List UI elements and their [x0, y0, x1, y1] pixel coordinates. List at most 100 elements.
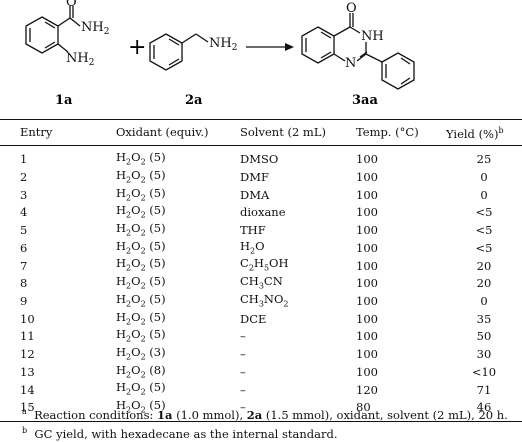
cell-yield: 30 — [476, 347, 492, 362]
cell-oxidant: H2O2 (5) — [116, 203, 166, 220]
cell-entry: 5 — [20, 223, 28, 238]
cell-solvent: dioxane — [240, 205, 286, 220]
cell-solvent: – — [240, 364, 246, 379]
cell-oxidant: H2O2 (5) — [116, 291, 166, 309]
cell-temp: 100 — [356, 276, 378, 291]
cell-entry: 9 — [20, 294, 28, 308]
cell-oxidant: H2O2 (5) — [116, 256, 166, 273]
reaction-scheme: + O NH2 NH2 NH2 O NH N 1a 2a 3aa — [25, 0, 415, 108]
arrow-head-icon — [285, 43, 294, 51]
cell-temp: 100 — [356, 347, 378, 362]
footnote-a: a Reaction conditions: 1a (1.0 mmol), 2a… — [22, 407, 508, 422]
cell-yield: 0 — [480, 187, 488, 202]
optimization-table: Entry Oxidant (equiv.) Solvent (2 mL) Te… — [0, 119, 522, 422]
table-row: 12 H2O2 (3) – 100 30 — [0, 344, 522, 364]
table-row: 10 H2O2 (5) DCE 100 35 — [0, 309, 522, 329]
cell-solvent: DMA — [240, 187, 270, 202]
table-row: 5 H2O2 (5) THF 100 <5 — [0, 221, 522, 240]
cell-temp: 100 — [356, 152, 378, 167]
cell-solvent: – — [240, 329, 246, 344]
table-row: 11 H2O2 (5) – 100 50 — [0, 328, 522, 346]
cell-oxidant: H2O2 (5) — [116, 274, 166, 291]
cell-oxidant: H2O2 (5) — [116, 185, 166, 202]
cell-oxidant: H2O2 (5) — [116, 150, 166, 167]
cell-oxidant: H2O2 (3) — [116, 344, 166, 362]
header-yield: Yield (%)b — [446, 126, 504, 141]
cell-entry: 10 — [20, 311, 35, 326]
atom-o-amide: O — [66, 0, 77, 10]
cell-temp: 100 — [356, 187, 378, 202]
cell-solvent: DMF — [240, 170, 269, 185]
cell-oxidant: H2O2 (5) — [116, 238, 166, 256]
cell-oxidant: H2O2 (5) — [116, 309, 166, 326]
atom-nh2-ring: NH2 — [66, 51, 94, 68]
cell-yield: 46 — [476, 400, 492, 415]
cell-yield: 0 — [480, 294, 488, 308]
cell-entry: 4 — [20, 205, 28, 220]
cell-temp: 100 — [356, 294, 378, 308]
header-solvent: Solvent (2 mL) — [240, 124, 326, 139]
table-row: 8 H2O2 (5) CH3CN 100 20 — [0, 275, 522, 293]
cell-solvent: DMSO — [240, 152, 279, 167]
cell-solvent: – — [240, 400, 246, 415]
cell-yield: 20 — [476, 276, 492, 291]
cell-solvent: CH3NO2 — [240, 291, 289, 309]
atom-nh-product: NH — [361, 29, 384, 44]
cell-entry: 8 — [20, 276, 28, 291]
cell-oxidant: H2O2 (8) — [116, 362, 166, 379]
cell-temp: 100 — [356, 170, 378, 185]
cell-temp: 100 — [356, 329, 378, 344]
footnotes: a Reaction conditions: 1a (1.0 mmol), 2a… — [22, 404, 508, 442]
atom-o-product: O — [346, 1, 357, 16]
header-temp: Temp. (°C) — [356, 124, 419, 139]
table-row: 1 H2O2 (5) DMSO 100 25 — [0, 146, 522, 169]
cell-yield: 25 — [476, 152, 492, 167]
cell-temp: 100 — [356, 364, 378, 379]
cell-yield: 50 — [476, 329, 492, 344]
cell-entry: 11 — [20, 329, 35, 344]
cell-oxidant: H2O2 (5) — [116, 327, 166, 344]
cell-entry: 13 — [20, 364, 35, 379]
atom-n-product: N — [345, 56, 356, 71]
cell-solvent: – — [240, 382, 246, 397]
cell-yield: 0 — [480, 170, 488, 185]
table-row: 3 H2O2 (5) DMA 100 0 — [0, 185, 522, 205]
cell-temp: 100 — [356, 223, 378, 238]
footnote-b: b GC yield, with hexadecane as the inter… — [22, 425, 338, 441]
cell-entry: 2 — [20, 170, 28, 185]
plus-sign: + — [128, 35, 146, 60]
atom-nh2-amide: NH2 — [81, 20, 109, 37]
cell-temp: 80 — [356, 400, 371, 415]
table-row: 9 H2O2 (5) CH3NO2 100 0 — [0, 291, 522, 311]
cell-temp: 100 — [356, 240, 378, 255]
cell-yield: <5 — [475, 240, 493, 255]
cell-solvent: THF — [240, 223, 266, 238]
cell-solvent: – — [240, 347, 246, 362]
cell-temp: 100 — [356, 311, 378, 326]
compound-label-1a: 1a — [55, 93, 73, 108]
cell-yield: 20 — [476, 258, 492, 273]
atom-nh2-benzylamine: NH2 — [209, 36, 237, 53]
table-header-row: Entry Oxidant (equiv.) Solvent (2 mL) Te… — [0, 119, 522, 146]
cell-entry: 7 — [20, 258, 28, 273]
cell-yield: <5 — [475, 223, 493, 238]
compound-label-3aa: 3aa — [352, 93, 378, 108]
cell-temp: 120 — [356, 382, 378, 397]
cell-solvent: CH3CN — [240, 274, 283, 291]
cell-oxidant: H2O2 (5) — [116, 221, 166, 238]
cell-temp: 100 — [356, 205, 378, 220]
cell-entry: 12 — [20, 347, 35, 362]
cell-entry: 3 — [20, 187, 28, 202]
cell-solvent: C2H5OH — [240, 256, 289, 273]
header-oxidant: Oxidant (equiv.) — [116, 124, 209, 139]
cell-entry: 1 — [20, 152, 28, 167]
cell-yield: 71 — [476, 382, 492, 397]
cell-solvent: DCE — [240, 311, 267, 326]
cell-yield: 35 — [476, 311, 492, 326]
